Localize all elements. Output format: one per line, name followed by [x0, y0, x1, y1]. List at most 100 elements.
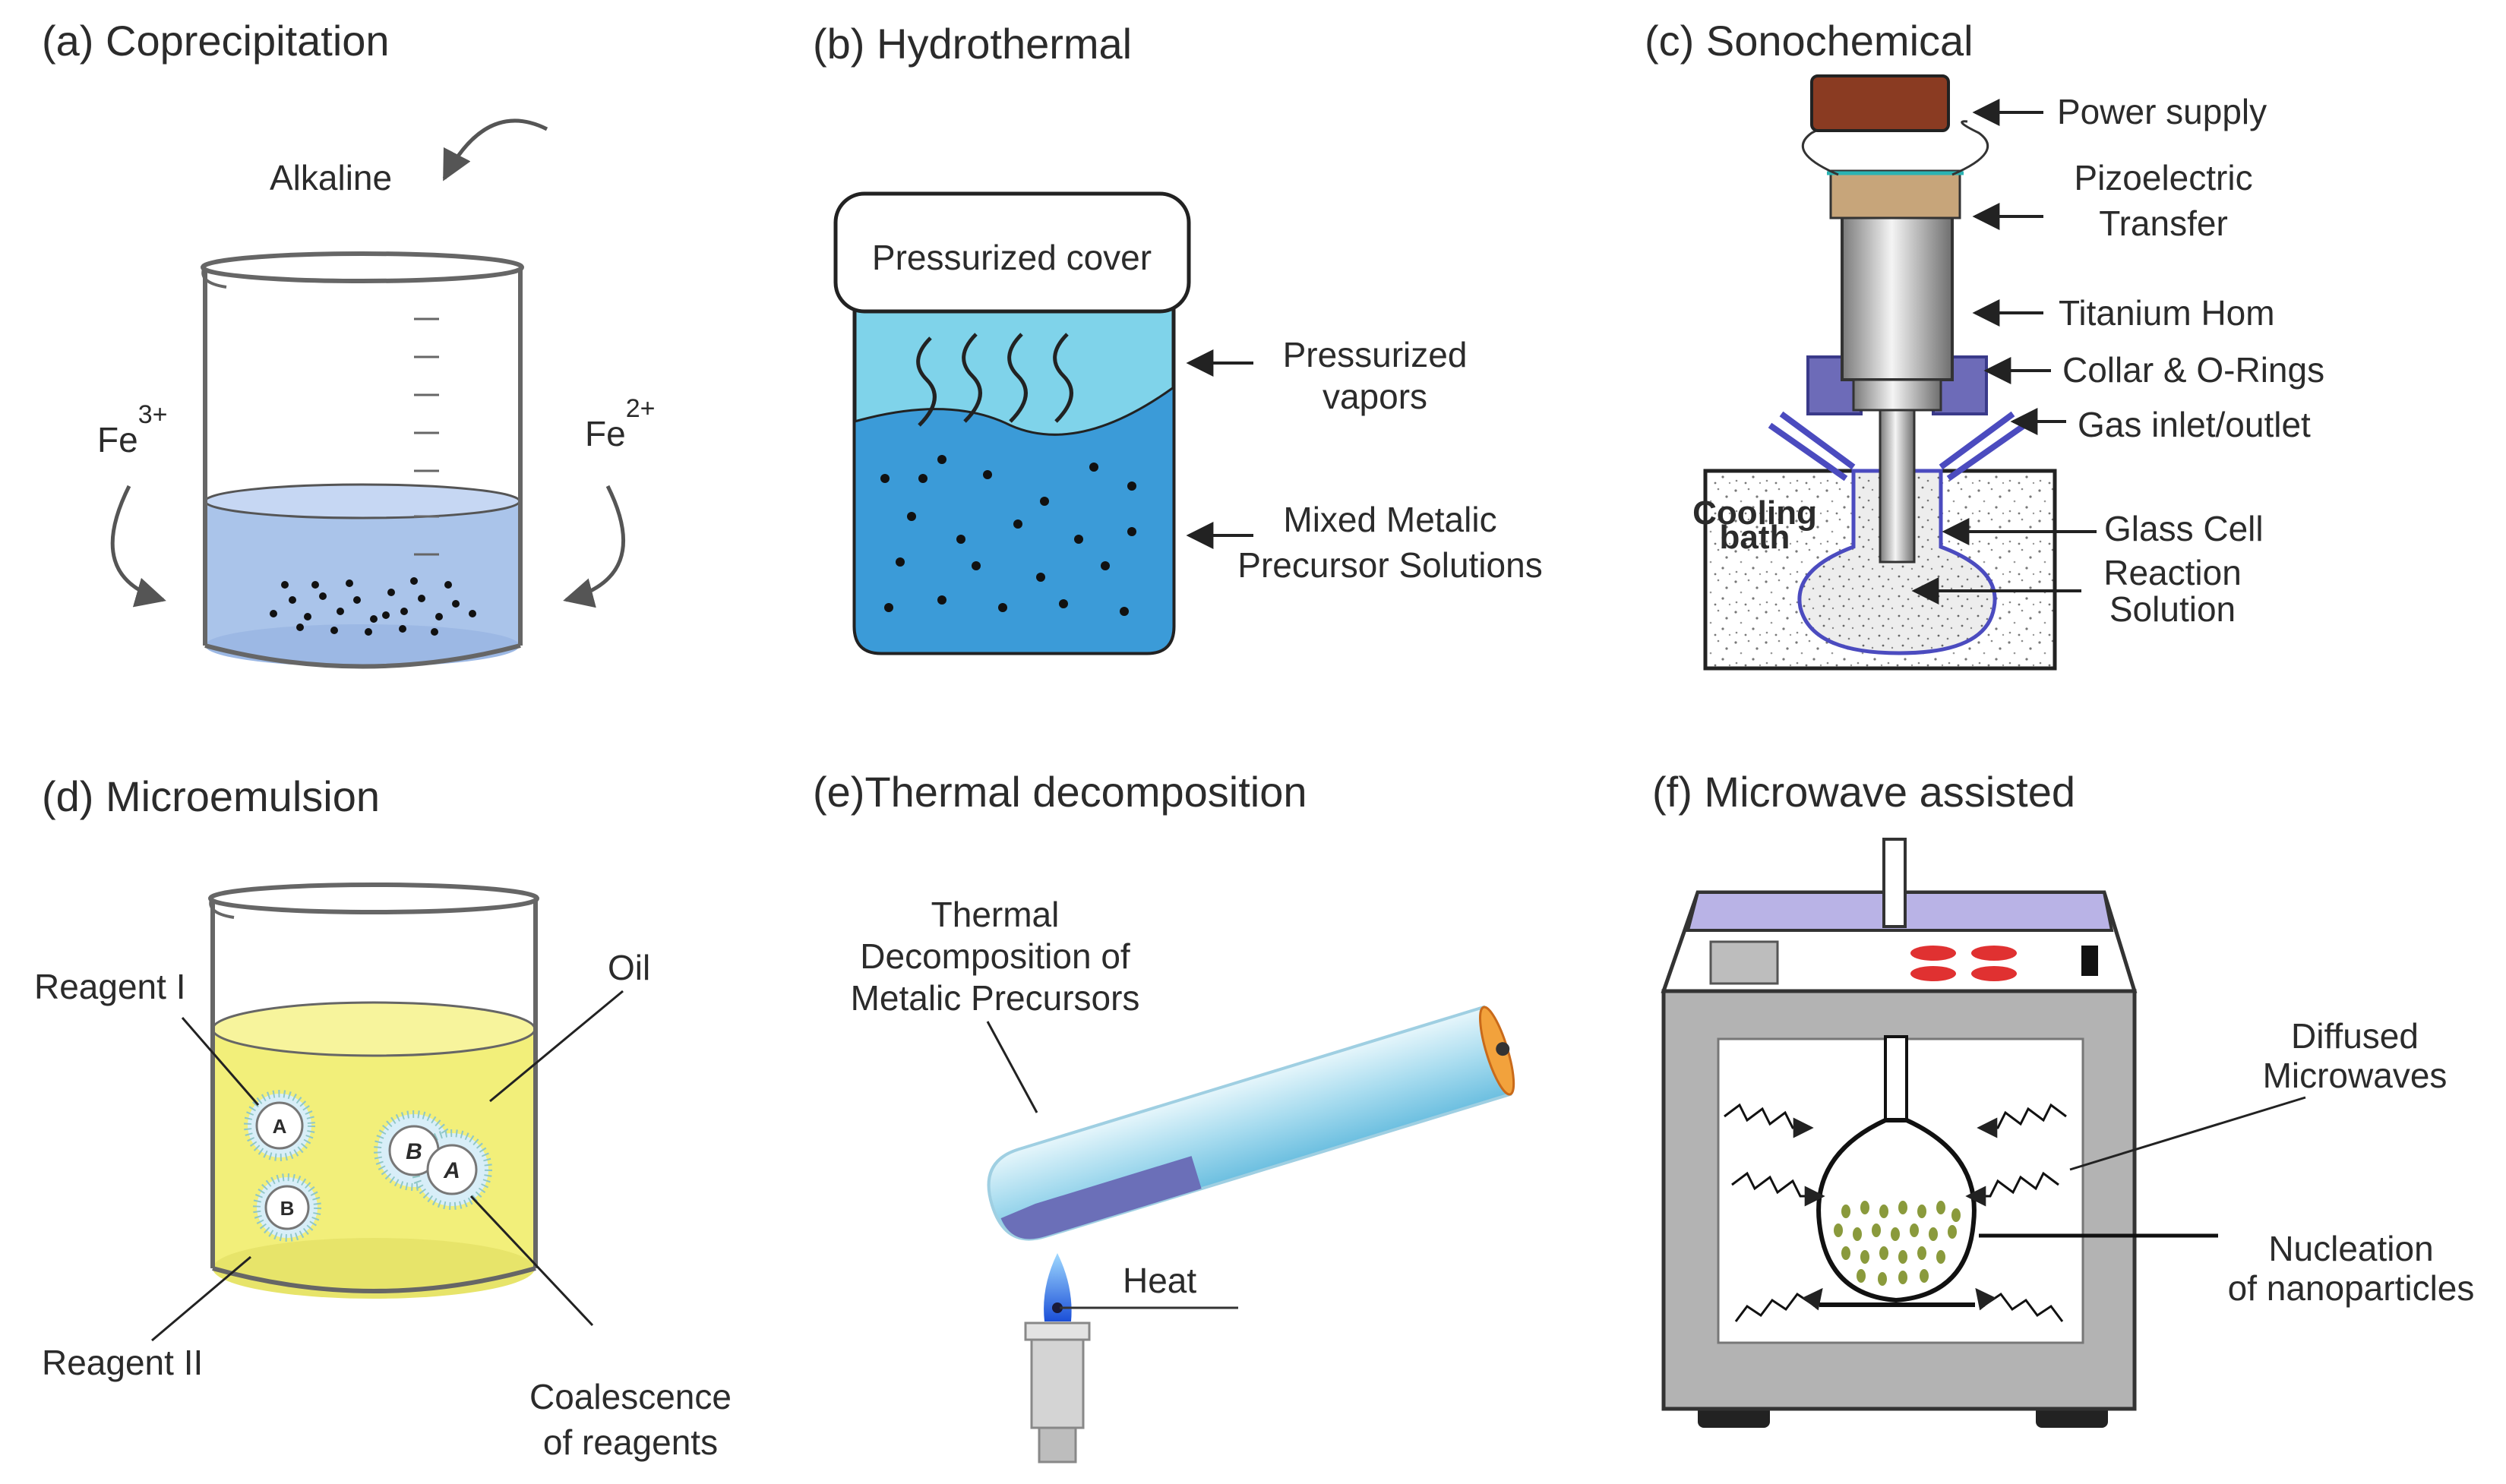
- oil-leader: [489, 990, 624, 1103]
- solutions-label-1: Mixed Metalic: [1283, 500, 1496, 539]
- droplet-b: B: [253, 1173, 321, 1242]
- pressurized-cover: [833, 191, 1191, 314]
- horn-tip: [1852, 378, 1942, 412]
- vapors-label-2: vapors: [1323, 377, 1427, 416]
- vapors-label-1: Pressurized: [1283, 335, 1468, 374]
- panel-c-title: (c) Sonochemical: [1645, 17, 1974, 65]
- droplet-a: A: [244, 1090, 315, 1161]
- droplet-b-label: B: [280, 1197, 295, 1220]
- reagent1-leader: [181, 1017, 260, 1106]
- beaker-bottom: [205, 624, 520, 667]
- panel-microemulsion: (d) Microemulsion A B B A Reagent I O: [34, 772, 732, 1462]
- display-panel: [1709, 940, 1779, 985]
- horn-label: Titanium Hom: [2059, 293, 2275, 333]
- fe3-label: Fe3+: [97, 400, 167, 459]
- horn-probe: [1879, 409, 1916, 564]
- diffused-leader: [2069, 1096, 2306, 1171]
- flame-core: [1052, 1302, 1063, 1313]
- oil-label: Oil: [608, 948, 650, 987]
- droplet-a-label: A: [273, 1115, 287, 1138]
- power-switch: [2081, 946, 2098, 976]
- burner-base: [1038, 1426, 1077, 1463]
- solutions-label-2: Precursor Solutions: [1237, 545, 1542, 585]
- beaker-rim: [201, 251, 524, 283]
- precipitate-particles: [270, 577, 476, 636]
- beaker-d-walls: [210, 900, 538, 1268]
- panel-b-title: (b) Hydrothermal: [813, 20, 1132, 68]
- indicator-lights: [1910, 946, 2017, 981]
- coalescence-label-1: Coalescence: [529, 1377, 732, 1416]
- panel-e-title: (e)Thermal decomposition: [813, 768, 1307, 816]
- nucleation-label-1: Nucleation: [2268, 1229, 2433, 1268]
- test-tube: [987, 1005, 1515, 1241]
- coalesce-b-label: B: [406, 1139, 422, 1164]
- coalesce-a-label: A: [443, 1158, 460, 1183]
- condenser-tube: [1882, 838, 1907, 928]
- beaker-graduations: [414, 317, 439, 556]
- thermal-label-2: Decomposition of: [860, 936, 1130, 976]
- reaction-label-2: Solution: [2109, 589, 2236, 629]
- titanium-horn: [1841, 215, 1954, 381]
- fe2-arrow: [563, 485, 626, 608]
- beaker-spout: [201, 265, 227, 289]
- power-supply: [1810, 74, 1950, 132]
- precursor-liquid: [1000, 1156, 1202, 1239]
- cooling-label-2: bath: [1720, 519, 1790, 556]
- thermal-label-3: Metalic Precursors: [851, 978, 1140, 1018]
- alkaline-label: Alkaline: [270, 158, 392, 197]
- gas-tubes: [1768, 411, 2027, 482]
- nanoparticles: [1834, 1201, 1961, 1286]
- reagent1-label: Reagent I: [34, 967, 185, 1006]
- alkaline-arrow: [442, 118, 548, 182]
- precursor-particles: [880, 455, 1136, 616]
- nucleation-label-2: of nanoparticles: [2228, 1268, 2475, 1308]
- fe3-arrow: [110, 485, 166, 608]
- beaker-d-rim: [208, 883, 539, 914]
- coalescence-leader: [469, 1195, 594, 1327]
- panel-microwave-assisted: (f) Microwave assisted: [1652, 768, 2474, 1428]
- oil-surface: [211, 1001, 536, 1057]
- diffused-label-1: Diffused: [2291, 1016, 2419, 1056]
- panel-d-title: (d) Microemulsion: [42, 772, 380, 820]
- gas-label: Gas inlet/outlet: [2078, 405, 2311, 444]
- burner-collar: [1024, 1321, 1091, 1341]
- piezo-label-2: Transfer: [2099, 204, 2228, 243]
- cover-label: Pressurized cover: [872, 238, 1152, 277]
- beaker-walls: [203, 270, 523, 646]
- reaction-label-1: Reaction: [2103, 553, 2242, 592]
- panel-coprecipitation: (a) Coprecipitation Alkaline Fe3+: [42, 17, 655, 669]
- flame: [1044, 1253, 1072, 1321]
- heat-label: Heat: [1123, 1261, 1196, 1300]
- microwave-rays: [1724, 1103, 2067, 1322]
- burner-body: [1030, 1328, 1085, 1429]
- coalescing-droplets: B A: [374, 1110, 492, 1210]
- panel-a-title: (a) Coprecipitation: [42, 17, 390, 65]
- collar-label: Collar & O-Rings: [2062, 350, 2324, 390]
- cooling-label-1: Cooling: [1692, 494, 1817, 532]
- glass-label: Glass Cell: [2104, 509, 2264, 548]
- beaker-d-base: [212, 1266, 536, 1293]
- beaker-liquid: [205, 501, 520, 646]
- panel-sonochemical: (c) Sonochemical Cooling bath Power supp…: [1645, 17, 2324, 671]
- piezoelectric-transfer: [1829, 169, 1961, 219]
- fe2-label: Fe2+: [585, 394, 655, 453]
- vessel-liquid: [853, 385, 1175, 655]
- panel-thermal-decomposition: (e)Thermal decomposition Thermal Decompo…: [813, 768, 1515, 1463]
- panel-hydrothermal: (b) Hydrothermal Pressurized cover Press…: [813, 20, 1543, 655]
- coalescence-label-2: of reagents: [543, 1422, 718, 1462]
- beaker-d-spout: [209, 895, 235, 919]
- vapor-squiggles: [916, 333, 1073, 427]
- reagent2-leader: [151, 1255, 251, 1342]
- thermal-label-1: Thermal: [931, 895, 1060, 934]
- tube-opening: [1496, 1042, 1510, 1056]
- panel-f-title: (f) Microwave assisted: [1652, 768, 2075, 816]
- reagent2-label: Reagent II: [42, 1343, 203, 1382]
- diffused-label-2: Microwaves: [2263, 1056, 2448, 1095]
- thermal-leader: [986, 1021, 1038, 1113]
- liquid-surface: [204, 483, 521, 519]
- round-flask: [1816, 1118, 1977, 1303]
- beaker-base: [204, 643, 521, 669]
- piezo-label-1: Pizoelectric: [2074, 158, 2252, 197]
